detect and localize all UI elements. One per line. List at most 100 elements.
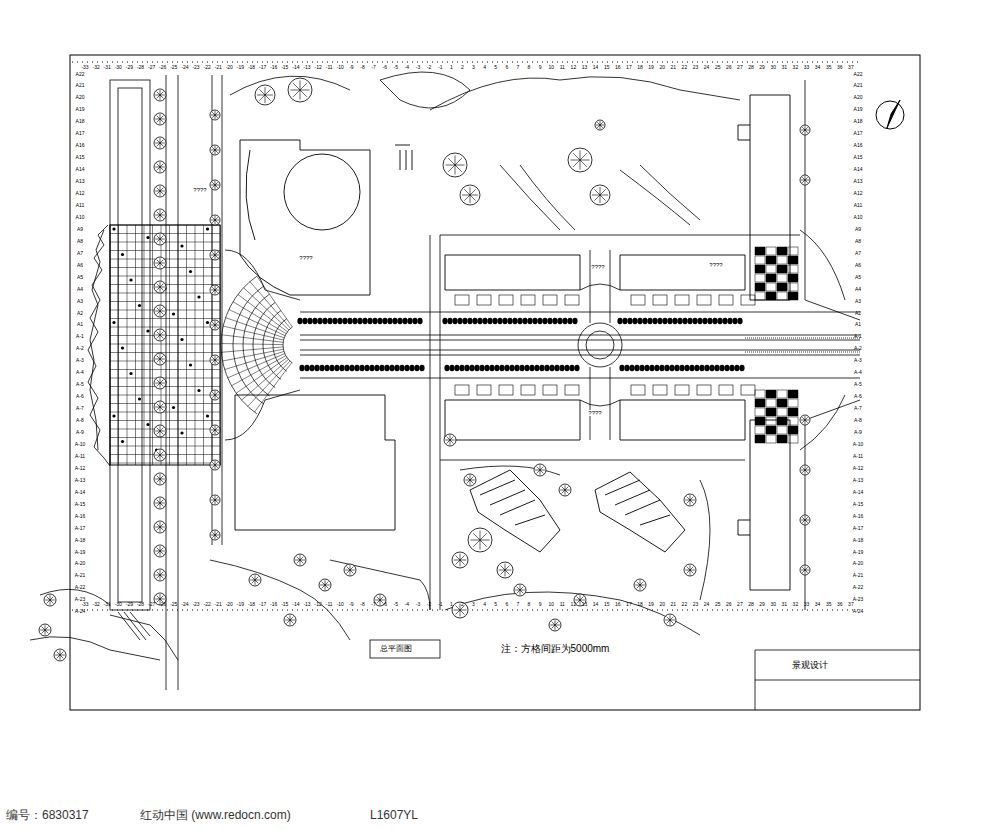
hedge-row (462, 318, 467, 324)
tree-symbol (800, 515, 810, 525)
hedge-row (719, 295, 733, 305)
hedge-row (719, 385, 733, 395)
residential-block (480, 480, 545, 525)
tree-symbol (801, 176, 809, 184)
tree-symbol (801, 126, 809, 134)
tree-symbol (210, 110, 220, 120)
grid-number: A-23 (853, 597, 864, 602)
corner-paving (788, 256, 798, 264)
grid-number: -18 (248, 602, 255, 607)
grid-number: -15 (281, 602, 288, 607)
hedge-row (674, 365, 679, 371)
hedge-row (739, 365, 744, 371)
tree-symbol (319, 579, 331, 591)
grid-number: A19 (854, 107, 863, 112)
tree-symbol (155, 162, 165, 172)
tree-symbol (211, 216, 219, 224)
grid-number: -30 (115, 65, 122, 70)
fan-paving (221, 276, 257, 414)
grid-number: A-14 (75, 490, 86, 495)
corner-paving (755, 426, 765, 434)
hedge-row (304, 365, 309, 371)
grid-number: A-10 (853, 442, 864, 447)
hedge-row (734, 365, 739, 371)
fan-paving (254, 363, 291, 413)
grid-number: 15 (604, 602, 610, 607)
tree-symbol (211, 286, 219, 294)
placeholder-mark: ???? (193, 187, 206, 193)
corner-paving (755, 256, 765, 264)
hedge-row (732, 318, 737, 324)
grid-number: 3 (472, 602, 475, 607)
hedge-row (499, 295, 513, 305)
hedge-row (717, 318, 722, 324)
tree-symbol (154, 329, 166, 341)
paving-grid (110, 369, 220, 370)
tree-symbol (595, 120, 605, 130)
paving-grid (110, 233, 220, 234)
tree-symbol (284, 614, 296, 626)
paving-grid (112, 321, 115, 324)
hedge-row (455, 385, 469, 395)
hedge-row (521, 295, 535, 305)
garden-path (620, 165, 700, 225)
hedge-row (737, 318, 742, 324)
building-outline (445, 255, 580, 290)
north-arrow (876, 100, 904, 129)
hedge-row (382, 318, 387, 324)
tree-symbol (294, 554, 306, 566)
paving-grid (110, 318, 220, 319)
grid-number: 1 (450, 602, 453, 607)
tree-symbol (800, 175, 810, 185)
grid-number: 5 (494, 602, 497, 607)
tree-symbol (288, 78, 312, 102)
hedge-row (302, 318, 307, 324)
paving-grid (121, 346, 124, 349)
fan-paving (242, 359, 289, 400)
hedge-row (402, 318, 407, 324)
grid-number: A8 (77, 239, 83, 244)
tree-symbol (445, 435, 455, 445)
hedge-row (409, 365, 414, 371)
hedge-row (574, 365, 579, 371)
corner-paving (755, 292, 765, 300)
corner-paving (755, 265, 765, 273)
grid-number: 14 (593, 602, 599, 607)
roundabout (586, 331, 614, 359)
hedge-row (337, 318, 342, 324)
tree-symbol (210, 145, 220, 155)
grid-number: 18 (637, 602, 643, 607)
grid-number: -7 (371, 602, 375, 607)
corner-paving (777, 256, 787, 264)
tree-symbol (514, 584, 526, 596)
grid-number: -26 (159, 65, 166, 70)
grid-number: A11 (76, 203, 85, 208)
grid-number: 8 (528, 602, 531, 607)
tree-symbol (590, 185, 610, 205)
paving-grid (121, 440, 124, 443)
corner-paving (788, 292, 798, 300)
tree-symbol (154, 233, 166, 245)
grid-number: A-8 (854, 418, 862, 423)
hedge-row (631, 385, 645, 395)
grid-number: 11 (560, 602, 565, 607)
tree-symbol (210, 285, 220, 295)
grid-number: A2 (77, 311, 83, 316)
watermark-site: 红动中国 (www.redocn.com) (140, 809, 291, 821)
grid-number: A-9 (76, 430, 84, 435)
grid-number: 2 (461, 65, 464, 70)
grid-number: A1 (855, 322, 861, 327)
paving-grid (110, 437, 220, 438)
tree-symbol (154, 137, 166, 149)
tree-symbol (210, 180, 220, 190)
tree-symbol (288, 78, 312, 102)
corner-paving (766, 417, 776, 425)
tree-symbol (154, 449, 166, 461)
hedge-row (624, 365, 629, 371)
grid-number: -13 (303, 602, 310, 607)
grid-number: 25 (715, 65, 721, 70)
hedge-row (379, 365, 384, 371)
fan-paving (221, 250, 300, 440)
roundabout (580, 284, 620, 406)
